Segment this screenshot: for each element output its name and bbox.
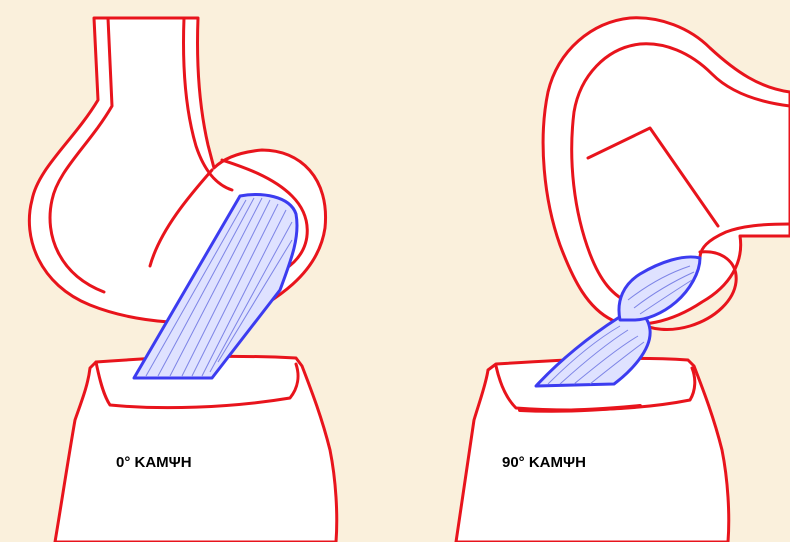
caption-flexion: 90° ΚΑΜΨΗ <box>502 454 586 471</box>
tibia-left <box>55 356 337 542</box>
caption-extension: 0° ΚΑΜΨΗ <box>116 454 192 471</box>
